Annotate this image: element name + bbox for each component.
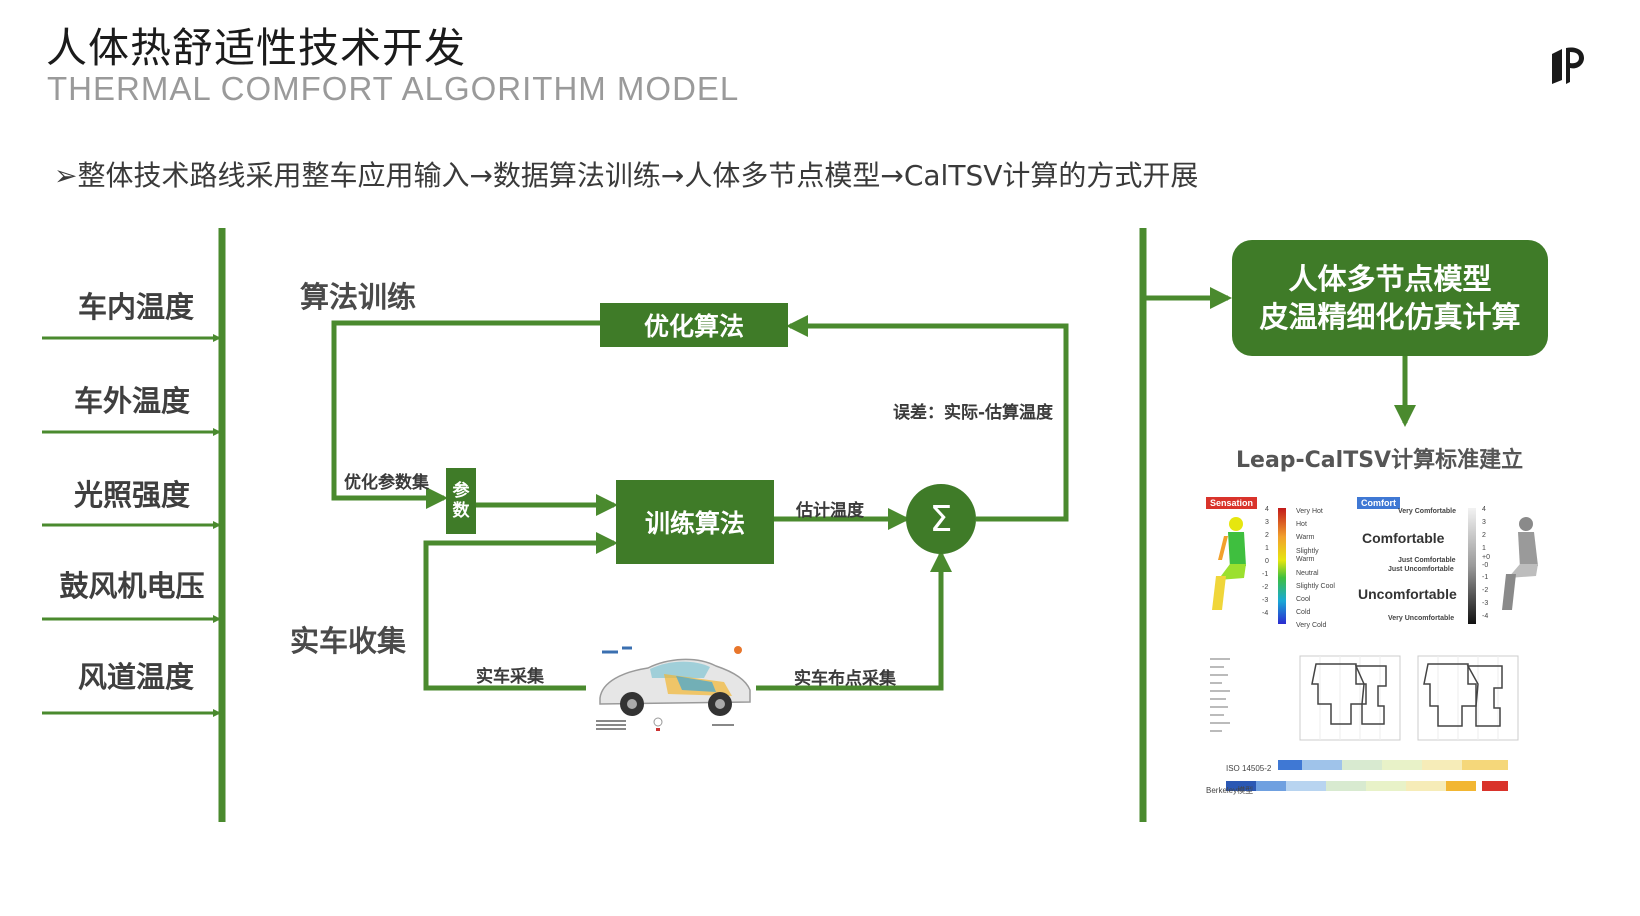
input-outside-temp: 车外温度 <box>73 384 190 418</box>
seated-human-gray-icon <box>1502 517 1538 610</box>
sensation-number: 4 <box>1265 506 1269 513</box>
label-vehicle-sampling: 实车采集 <box>476 667 544 687</box>
comfort-number: +0 <box>1482 554 1490 561</box>
route-description: ➢整体技术路线采用整车应用输入→数据算法训练→人体多节点模型→CalTSV计算的… <box>54 159 1199 192</box>
model-box-line1: 人体多节点模型 <box>1288 262 1492 296</box>
label-estimated-temp: 估计温度 <box>796 501 864 521</box>
train-algorithm-box: 训练算法 <box>616 480 774 564</box>
comfort-level: Very Uncomfortable <box>1388 615 1455 622</box>
comfort-number: 1 <box>1482 545 1486 552</box>
sensation-level: Cold <box>1296 609 1311 616</box>
sensation-level: Very Cold <box>1296 622 1327 629</box>
sensation-level: Very Hot <box>1296 508 1323 515</box>
label-vehicle-points: 实车布点采集 <box>794 669 896 689</box>
optimize-algorithm-box: 优化算法 <box>600 303 788 347</box>
section-label-training: 算法训练 <box>300 280 417 314</box>
sensation-number: -3 <box>1262 597 1269 604</box>
comfort-number: -1 <box>1482 574 1489 581</box>
comfort-number: -0 <box>1482 562 1489 569</box>
comfort-number: -3 <box>1482 600 1489 607</box>
input-solar-intensity: 光照强度 <box>73 478 190 512</box>
comfort-number: -4 <box>1482 613 1489 620</box>
comfort-number: 3 <box>1482 519 1486 526</box>
sensation-number: 2 <box>1265 532 1269 539</box>
logo-icon <box>1552 47 1584 84</box>
sensation-tag: Sensation <box>1206 497 1258 509</box>
sensation-number: 0 <box>1265 558 1269 565</box>
sensation-number: -4 <box>1262 610 1269 617</box>
caltsv-title: Leap-CalTSV计算标准建立 <box>1236 448 1524 473</box>
sensation-level: Slightly Cool <box>1296 583 1335 590</box>
sigma-node: Σ <box>906 484 976 554</box>
comfort-colorbar <box>1468 508 1476 624</box>
comfort-number: 4 <box>1482 506 1486 513</box>
section-label-collection: 实车收集 <box>290 624 407 658</box>
sensation-number: -1 <box>1262 571 1269 578</box>
comfort-level: Just Comfortable <box>1398 557 1456 564</box>
page-title: 人体热舒适性技术开发 <box>46 24 466 72</box>
sensation-colorbar <box>1278 508 1286 624</box>
sensation-level: Cool <box>1296 596 1311 603</box>
comfort-number: 2 <box>1482 532 1486 539</box>
input-blower-voltage: 鼓风机电压 <box>59 569 205 603</box>
sensation-level: Warm <box>1296 534 1315 541</box>
sensation-number: -2 <box>1262 584 1269 591</box>
sensation-level: Neutral <box>1296 570 1319 577</box>
comfort-number: -2 <box>1482 587 1489 594</box>
car-icon <box>596 646 751 731</box>
sensation-level: Hot <box>1296 521 1307 528</box>
comfort-tag: Comfort <box>1357 497 1400 509</box>
comfort-level: Comfortable <box>1362 530 1445 546</box>
model-box-line2: 皮温精细化仿真计算 <box>1259 300 1521 334</box>
human-model-box: 人体多节点模型 皮温精细化仿真计算 <box>1232 240 1548 356</box>
comfort-level: Just Uncomfortable <box>1388 566 1454 573</box>
sensation-number: 1 <box>1265 545 1269 552</box>
sensation-number: 3 <box>1265 519 1269 526</box>
label-optimize-params: 优化参数集 <box>344 473 429 493</box>
page-subtitle-en: THERMAL COMFORT ALGORITHM MODEL <box>47 70 740 107</box>
sensation-level: Slightly Warm <box>1296 548 1319 563</box>
body-segment-comparison-figure <box>1210 655 1519 791</box>
comfort-level: Uncomfortable <box>1358 586 1457 602</box>
input-duct-temp: 风道温度 <box>77 660 194 694</box>
params-box: 参数 <box>446 468 476 534</box>
row-label-berkeley: Berkeley模型 <box>1206 786 1254 795</box>
seated-human-heatmap-icon <box>1212 517 1246 610</box>
label-error: 误差：实际-估算温度 <box>893 403 1054 423</box>
comfort-level: Very Comfortable <box>1398 508 1456 515</box>
input-cabin-temp: 车内温度 <box>77 290 194 324</box>
row-label-iso: ISO 14505-2 <box>1226 764 1272 773</box>
